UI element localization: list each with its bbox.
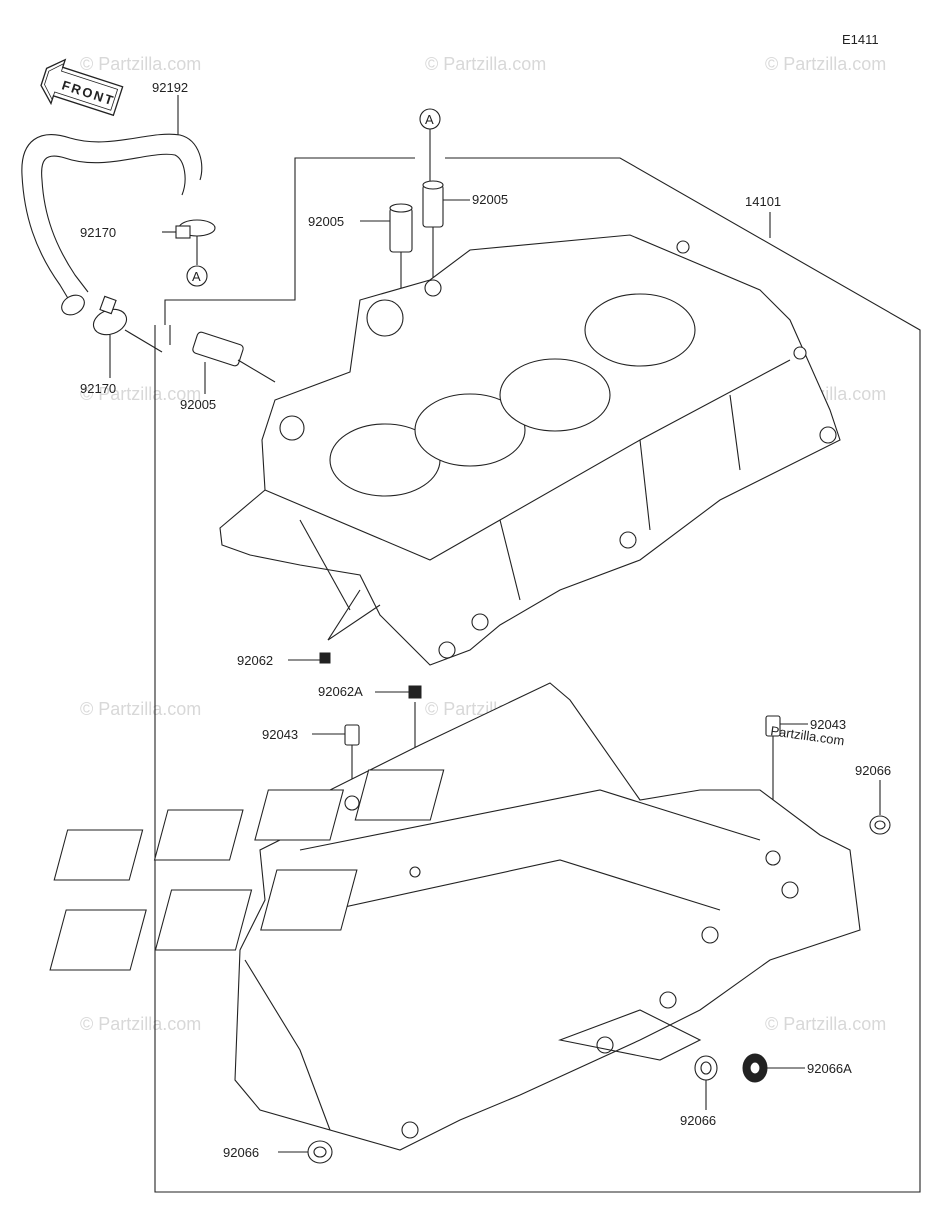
part-number-92005: 92005 bbox=[308, 214, 344, 229]
pipe-92005-lower: 92005 bbox=[180, 331, 276, 412]
plug-92062: 92062 bbox=[237, 589, 381, 668]
plug-92062a: 92062A bbox=[318, 684, 422, 870]
watermark: © Partzilla.com bbox=[425, 54, 546, 74]
clamp-lower-92170: 92170 bbox=[80, 295, 163, 396]
part-number-92066a: 92066A bbox=[807, 1061, 852, 1076]
pipe-92005-left: 92005 bbox=[308, 203, 413, 300]
ref-marker-a-top: A bbox=[419, 108, 441, 182]
part-number-92043: 92043 bbox=[810, 717, 846, 732]
pipe-92005-right: 92005 bbox=[422, 180, 508, 288]
plug-92066-right: 92066 bbox=[855, 763, 891, 835]
front-arrow-icon: FRONT bbox=[40, 58, 124, 117]
dowel-92043-right: 92043 bbox=[765, 715, 846, 855]
crankcase-frame: 14101 bbox=[154, 157, 921, 1193]
hose-92192: 92192 bbox=[21, 80, 203, 316]
clamp-upper-92170: 92170 A bbox=[80, 219, 216, 287]
part-number-14101: 14101 bbox=[745, 194, 781, 209]
part-number-92062: 92062 bbox=[237, 653, 273, 668]
watermark: © Partzilla.com bbox=[765, 54, 886, 74]
lower-crankcase bbox=[49, 682, 861, 1151]
ref-marker-a: A bbox=[425, 112, 434, 127]
diagram-code: E1411 bbox=[842, 32, 879, 47]
watermark: © Partzilla.com bbox=[80, 54, 201, 74]
upper-crankcase bbox=[219, 234, 841, 666]
plug-92066a: 92066A bbox=[742, 1053, 852, 1083]
part-number-92066: 92066 bbox=[223, 1145, 259, 1160]
watermark: © Partzilla.com bbox=[765, 1014, 886, 1034]
part-number-92066: 92066 bbox=[855, 763, 891, 778]
part-number-92062a: 92062A bbox=[318, 684, 363, 699]
watermark: © Partzilla.com bbox=[80, 1014, 201, 1034]
ref-marker-a: A bbox=[192, 269, 201, 284]
plug-92066-bottom-left: 92066 bbox=[223, 1140, 333, 1164]
plug-92066-bottom-middle: 92066 bbox=[680, 1055, 718, 1128]
part-number-92005: 92005 bbox=[472, 192, 508, 207]
part-number-92043: 92043 bbox=[262, 727, 298, 742]
part-number-92066: 92066 bbox=[680, 1113, 716, 1128]
part-number-92192: 92192 bbox=[152, 80, 188, 95]
part-number-92005: 92005 bbox=[180, 397, 216, 412]
part-number-92170: 92170 bbox=[80, 381, 116, 396]
watermark: © Partzilla.com bbox=[80, 384, 201, 404]
watermark: © Partzilla.com bbox=[80, 699, 201, 719]
part-number-92170: 92170 bbox=[80, 225, 116, 240]
